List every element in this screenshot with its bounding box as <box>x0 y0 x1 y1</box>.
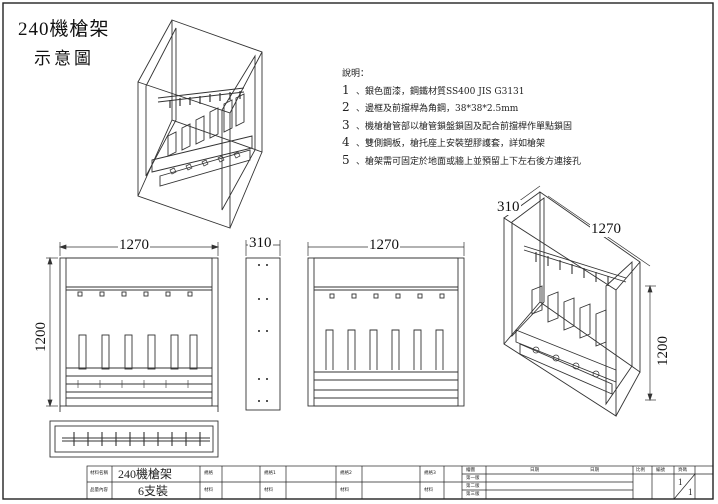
tb-name-value: 240機槍架 <box>118 467 173 481</box>
tb-right-3: 第三版 <box>466 492 480 497</box>
tb-row2-2: 材料 <box>340 488 349 493</box>
tb-row1-0: 規格 <box>204 471 213 476</box>
note-number: 4 <box>342 135 350 149</box>
notes-block: 說明： 1 、銀色面漆，鋼鐵材質SS400 JIS G3131 2 、邊框及前擋桿為… <box>342 67 581 170</box>
tb-spec-value: 6支裝 <box>138 484 169 498</box>
note-item: 5 、槍架需可固定於地面或牆上並預留上下左右後方連接孔 <box>342 153 581 171</box>
tb-page: 1 <box>678 477 683 487</box>
tb-right-2: 第二版 <box>466 484 480 489</box>
tb-head-3: 編號 <box>656 468 665 473</box>
drawing-title: 240機槍架 <box>18 19 110 40</box>
tb-row1-1: 規格1 <box>264 471 276 476</box>
note-text: 、雙側鋼板，槍托座上安裝塑膠護套，詳如槍架 <box>356 139 546 149</box>
tb-head-0: 日期 <box>530 468 539 473</box>
dim-front-width: 1270 <box>118 237 150 253</box>
iso-view-lower <box>503 191 641 417</box>
note-number: 1 <box>342 82 350 97</box>
note-number: 2 <box>342 100 350 114</box>
tb-right-1: 第一版 <box>466 476 480 481</box>
iso-view-upper <box>137 19 263 229</box>
note-number: 5 <box>342 152 350 167</box>
tb-head-2: 比例 <box>636 468 645 473</box>
note-item: 1 、銀色面漆，鋼鐵材質SS400 JIS G3131 <box>342 83 581 101</box>
note-text: 、槍架需可固定於地面或牆上並預留上下左右後方連接孔 <box>356 156 582 167</box>
tb-row1-3: 規格3 <box>424 471 436 476</box>
tb-row1-2: 規格2 <box>340 471 352 476</box>
side-view <box>245 257 281 411</box>
note-text: 、邊框及前擋桿為角鋼，38*38*2.5mm <box>356 104 519 114</box>
tb-label-spec: 品量內容 <box>90 488 108 493</box>
tb-label-name: 材料名稱 <box>90 471 108 476</box>
note-item: 3 、機槍槍管部以槍管鎖盤鎖固及配合前擋桿作單點鎖固 <box>342 118 581 136</box>
note-text: 、銀色面漆，鋼鐵材質SS400 JIS G3131 <box>356 86 525 97</box>
note-item: 4 、雙側鋼板，槍托座上安裝塑膠護套，詳如槍架 <box>342 135 581 153</box>
tb-page-total: 1 <box>688 487 693 497</box>
drawing-subtitle: 示意圖 <box>34 49 94 68</box>
tb-head-4: 頁碼 <box>678 468 687 473</box>
notes-heading: 說明： <box>342 69 370 79</box>
dim-iso-height: 1200 <box>655 336 671 366</box>
dim-side-depth: 310 <box>248 235 273 251</box>
dim-height: 1200 <box>33 322 49 352</box>
tb-row2-0: 材料 <box>204 488 213 493</box>
tb-row2-1: 材料 <box>264 488 273 493</box>
dim-back-width: 1270 <box>368 237 400 253</box>
note-item: 2 、邊框及前擋桿為角鋼，38*38*2.5mm <box>342 100 581 118</box>
note-number: 3 <box>342 117 350 132</box>
tb-head-1: 日期 <box>590 468 599 473</box>
dim-iso-width: 1270 <box>590 221 622 237</box>
dim-iso-depth: 310 <box>496 199 521 215</box>
title-block <box>86 465 714 500</box>
note-text: 、機槍槍管部以槍管鎖盤鎖固及配合前擋桿作單點鎖固 <box>356 121 573 132</box>
front-view <box>59 257 219 412</box>
tb-right-0: 繪圖 <box>466 468 475 473</box>
tb-row2-3: 材料 <box>424 488 433 493</box>
back-view <box>307 257 465 407</box>
plan-view <box>49 420 219 458</box>
